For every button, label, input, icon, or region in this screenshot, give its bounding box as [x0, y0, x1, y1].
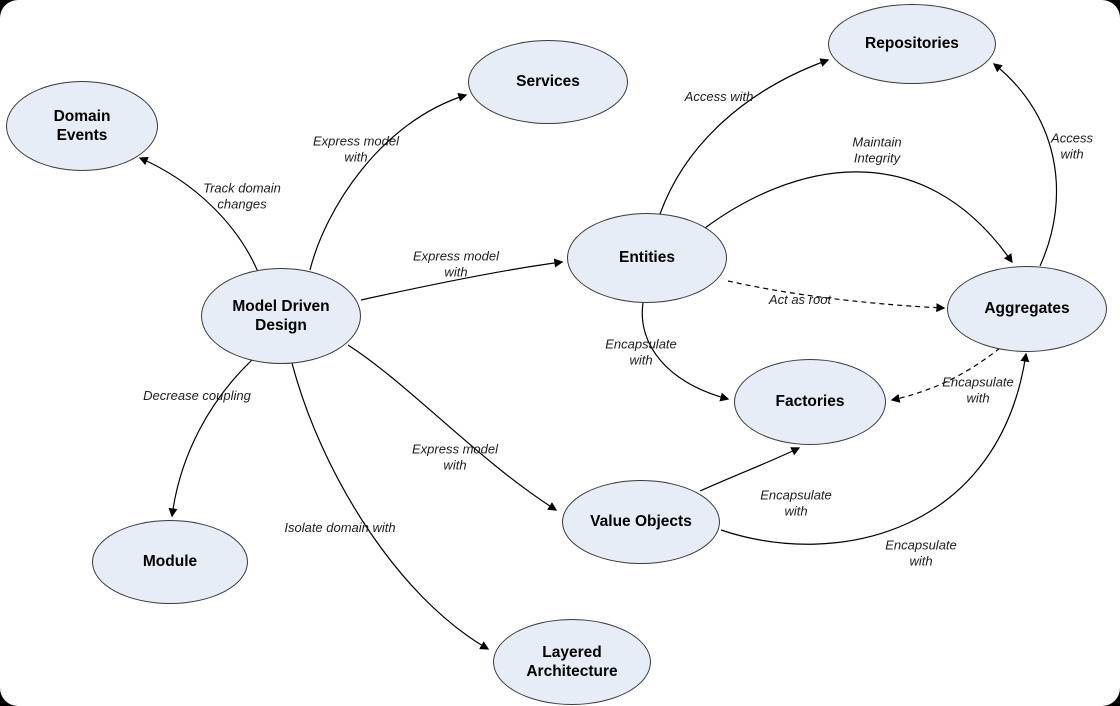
- edge-label-maintain-integrity: Maintain Integrity: [852, 134, 902, 165]
- node-module: Module: [92, 520, 248, 604]
- edge-label-track-domain-changes: Track domain changes: [203, 180, 281, 211]
- edge-entities-aggregates-root: [727, 280, 946, 313]
- edge-label-isolate-domain-with: Isolate domain with: [284, 520, 396, 536]
- node-model-driven-design: Model Driven Design: [201, 268, 361, 364]
- edge-label-express-model-value-objects: Express model with: [412, 441, 498, 472]
- edge-label-access-with-entities: Access with: [684, 89, 754, 105]
- edge-label-decrease-coupling: Decrease coupling: [143, 388, 251, 404]
- edge-entities-factories: [641, 302, 730, 402]
- edge-mdd-value-objects: [347, 344, 558, 511]
- edge-label-encapsulate-with-value-objects-factories: Encapsulate with: [760, 487, 832, 518]
- node-repositories: Repositories: [828, 4, 996, 84]
- edge-label-encapsulate-with-entities: Encapsulate with: [605, 336, 677, 367]
- edge-mdd-module: [168, 359, 253, 518]
- edge-entities-repositories: [659, 58, 830, 215]
- edge-label-express-model-entities: Express model with: [413, 248, 499, 279]
- edge-label-encapsulate-with-aggregates: Encapsulate with: [942, 374, 1014, 405]
- edge-label-access-with-aggregates: Access with: [1051, 130, 1093, 161]
- edge-mdd-layered-architecture: [291, 362, 490, 650]
- edge-label-act-as-root: Act as root: [768, 292, 832, 308]
- edge-label-express-model-services: Express model with: [313, 133, 399, 164]
- edge-mdd-domain-events: [138, 156, 259, 273]
- node-aggregates: Aggregates: [947, 266, 1107, 352]
- edge-value-objects-factories: [699, 447, 801, 492]
- node-domain-events: Domain Events: [6, 81, 158, 171]
- edge-aggregates-repositories: [992, 63, 1058, 267]
- node-entities: Entities: [567, 213, 727, 303]
- node-value-objects: Value Objects: [562, 480, 720, 564]
- edge-mdd-services: [309, 93, 468, 271]
- edge-label-encapsulate-with-value-objects-aggregates: Encapsulate with: [885, 537, 957, 568]
- edge-mdd-entities: [360, 258, 564, 301]
- node-factories: Factories: [734, 359, 886, 445]
- node-layered-architecture: Layered Architecture: [493, 619, 651, 705]
- edge-value-objects-aggregates: [720, 352, 1030, 545]
- edge-aggregates-factories: [890, 347, 1001, 403]
- edge-entities-aggregates-integrity: [704, 171, 1013, 264]
- node-services: Services: [468, 40, 628, 124]
